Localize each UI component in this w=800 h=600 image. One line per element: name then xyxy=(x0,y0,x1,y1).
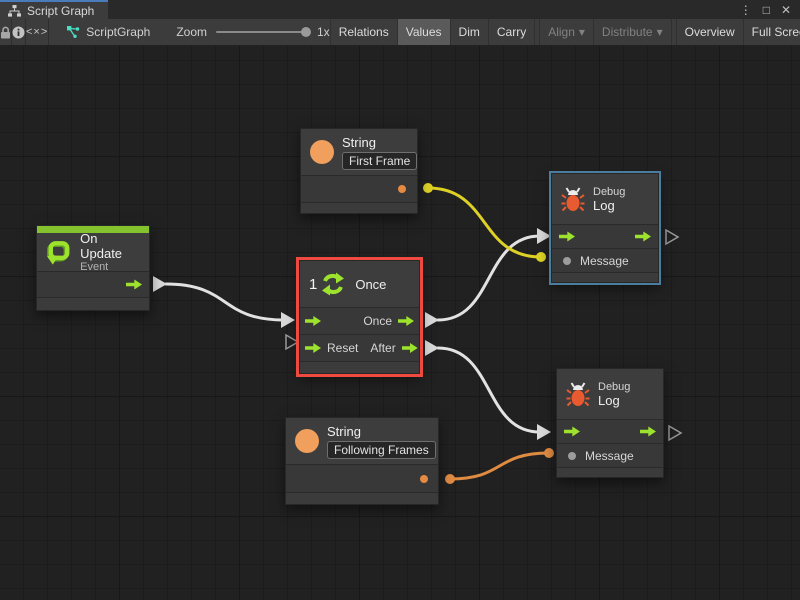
message-input-port[interactable] xyxy=(568,451,576,460)
node-string-first-frame[interactable]: String First Frame xyxy=(300,128,418,214)
graph-icon xyxy=(8,4,21,17)
zoom-value: 1x xyxy=(317,25,330,39)
align-button[interactable]: Align ▾ xyxy=(539,19,593,45)
loop-icon xyxy=(46,241,70,265)
info-button[interactable] xyxy=(12,19,26,45)
string-value-input[interactable]: Following Frames xyxy=(327,440,436,459)
node-on-update[interactable]: On Update Event xyxy=(36,225,150,311)
chevron-down-icon: ▾ xyxy=(578,25,585,39)
values-button[interactable]: Values xyxy=(396,19,450,45)
full-screen-button[interactable]: Full Screen xyxy=(742,19,800,45)
node-kind: Debug xyxy=(593,185,626,198)
node-kind: Debug xyxy=(598,380,631,393)
flow-input-port[interactable] xyxy=(564,426,580,437)
zoom-label: Zoom xyxy=(176,25,207,39)
flow-input-port[interactable] xyxy=(305,315,321,327)
node-title: String xyxy=(327,423,361,439)
info-icon xyxy=(12,26,25,38)
string-value-input[interactable]: First Frame xyxy=(342,151,418,170)
node-debug-log-top[interactable]: Debug Log Message xyxy=(551,173,659,283)
node-title: Once xyxy=(355,276,387,292)
string-output-port[interactable] xyxy=(420,474,428,483)
script-graph-icon xyxy=(67,26,80,38)
flow-output-port[interactable] xyxy=(126,279,142,290)
overview-button[interactable]: Overview xyxy=(675,19,743,45)
maximize-icon[interactable]: □ xyxy=(762,2,770,17)
string-type-icon xyxy=(310,140,334,164)
relations-button[interactable]: Relations xyxy=(329,19,397,45)
message-label: Message xyxy=(585,448,634,463)
tab-label: Script Graph xyxy=(27,3,95,18)
string-type-icon xyxy=(295,429,319,453)
lock-button[interactable] xyxy=(0,19,12,45)
once-output-port[interactable] xyxy=(398,315,414,327)
close-icon[interactable]: ✕ xyxy=(780,2,791,17)
flow-input-port[interactable] xyxy=(559,231,575,242)
message-input-port[interactable] xyxy=(563,256,571,265)
flow-output-port[interactable] xyxy=(640,426,656,437)
chevron-down-icon: ▾ xyxy=(656,25,663,39)
node-debug-log-bottom[interactable]: Debug Log Message xyxy=(556,368,664,478)
once-output-label: Once xyxy=(363,314,392,328)
node-title: Log xyxy=(593,197,615,213)
event-color-bar xyxy=(37,226,149,233)
toolbar-buttons: Relations Values Dim Carry Align ▾ Distr… xyxy=(329,19,800,45)
bug-icon xyxy=(561,186,585,211)
reset-input-label: Reset xyxy=(327,341,359,355)
node-title: Log xyxy=(598,392,620,408)
tab-script-graph[interactable]: Script Graph xyxy=(0,0,109,19)
graph-toolbar: <×> ScriptGraph Zoom 1x Relations Values… xyxy=(0,19,800,46)
kebab-menu-icon[interactable]: ⋮ xyxy=(739,2,752,17)
distribute-button[interactable]: Distribute ▾ xyxy=(592,19,671,45)
dim-button[interactable]: Dim xyxy=(449,19,488,45)
carry-button[interactable]: Carry xyxy=(487,19,534,45)
lock-icon xyxy=(1,26,10,38)
bug-icon xyxy=(566,381,590,406)
node-title: String xyxy=(342,134,376,150)
window-controls: ⋮ □ ✕ xyxy=(740,0,800,19)
node-subtitle: Event xyxy=(80,261,109,273)
zoom-slider[interactable] xyxy=(216,27,311,37)
message-label: Message xyxy=(580,253,629,268)
after-output-label: After xyxy=(370,341,396,355)
code-view-icon: <×> xyxy=(26,26,49,38)
node-string-following-frames[interactable]: String Following Frames xyxy=(285,417,439,505)
cycle-icon xyxy=(322,272,345,296)
zoom-slider-handle[interactable] xyxy=(301,27,311,37)
reset-input-port[interactable] xyxy=(305,342,321,354)
zoom-control: Zoom 1x xyxy=(176,19,329,45)
node-once[interactable]: 1 Once Once Reset After xyxy=(299,260,420,374)
once-count: 1 xyxy=(309,275,318,293)
graph-breadcrumb[interactable]: ScriptGraph xyxy=(66,19,150,45)
code-view-button[interactable]: <×> xyxy=(26,19,50,45)
after-output-port[interactable] xyxy=(401,342,418,354)
graph-name: ScriptGraph xyxy=(86,25,151,39)
node-title: On Update xyxy=(80,231,123,261)
tab-bar: Script Graph ⋮ □ ✕ xyxy=(0,0,800,19)
string-output-port[interactable] xyxy=(398,185,406,193)
flow-output-port[interactable] xyxy=(635,231,651,242)
